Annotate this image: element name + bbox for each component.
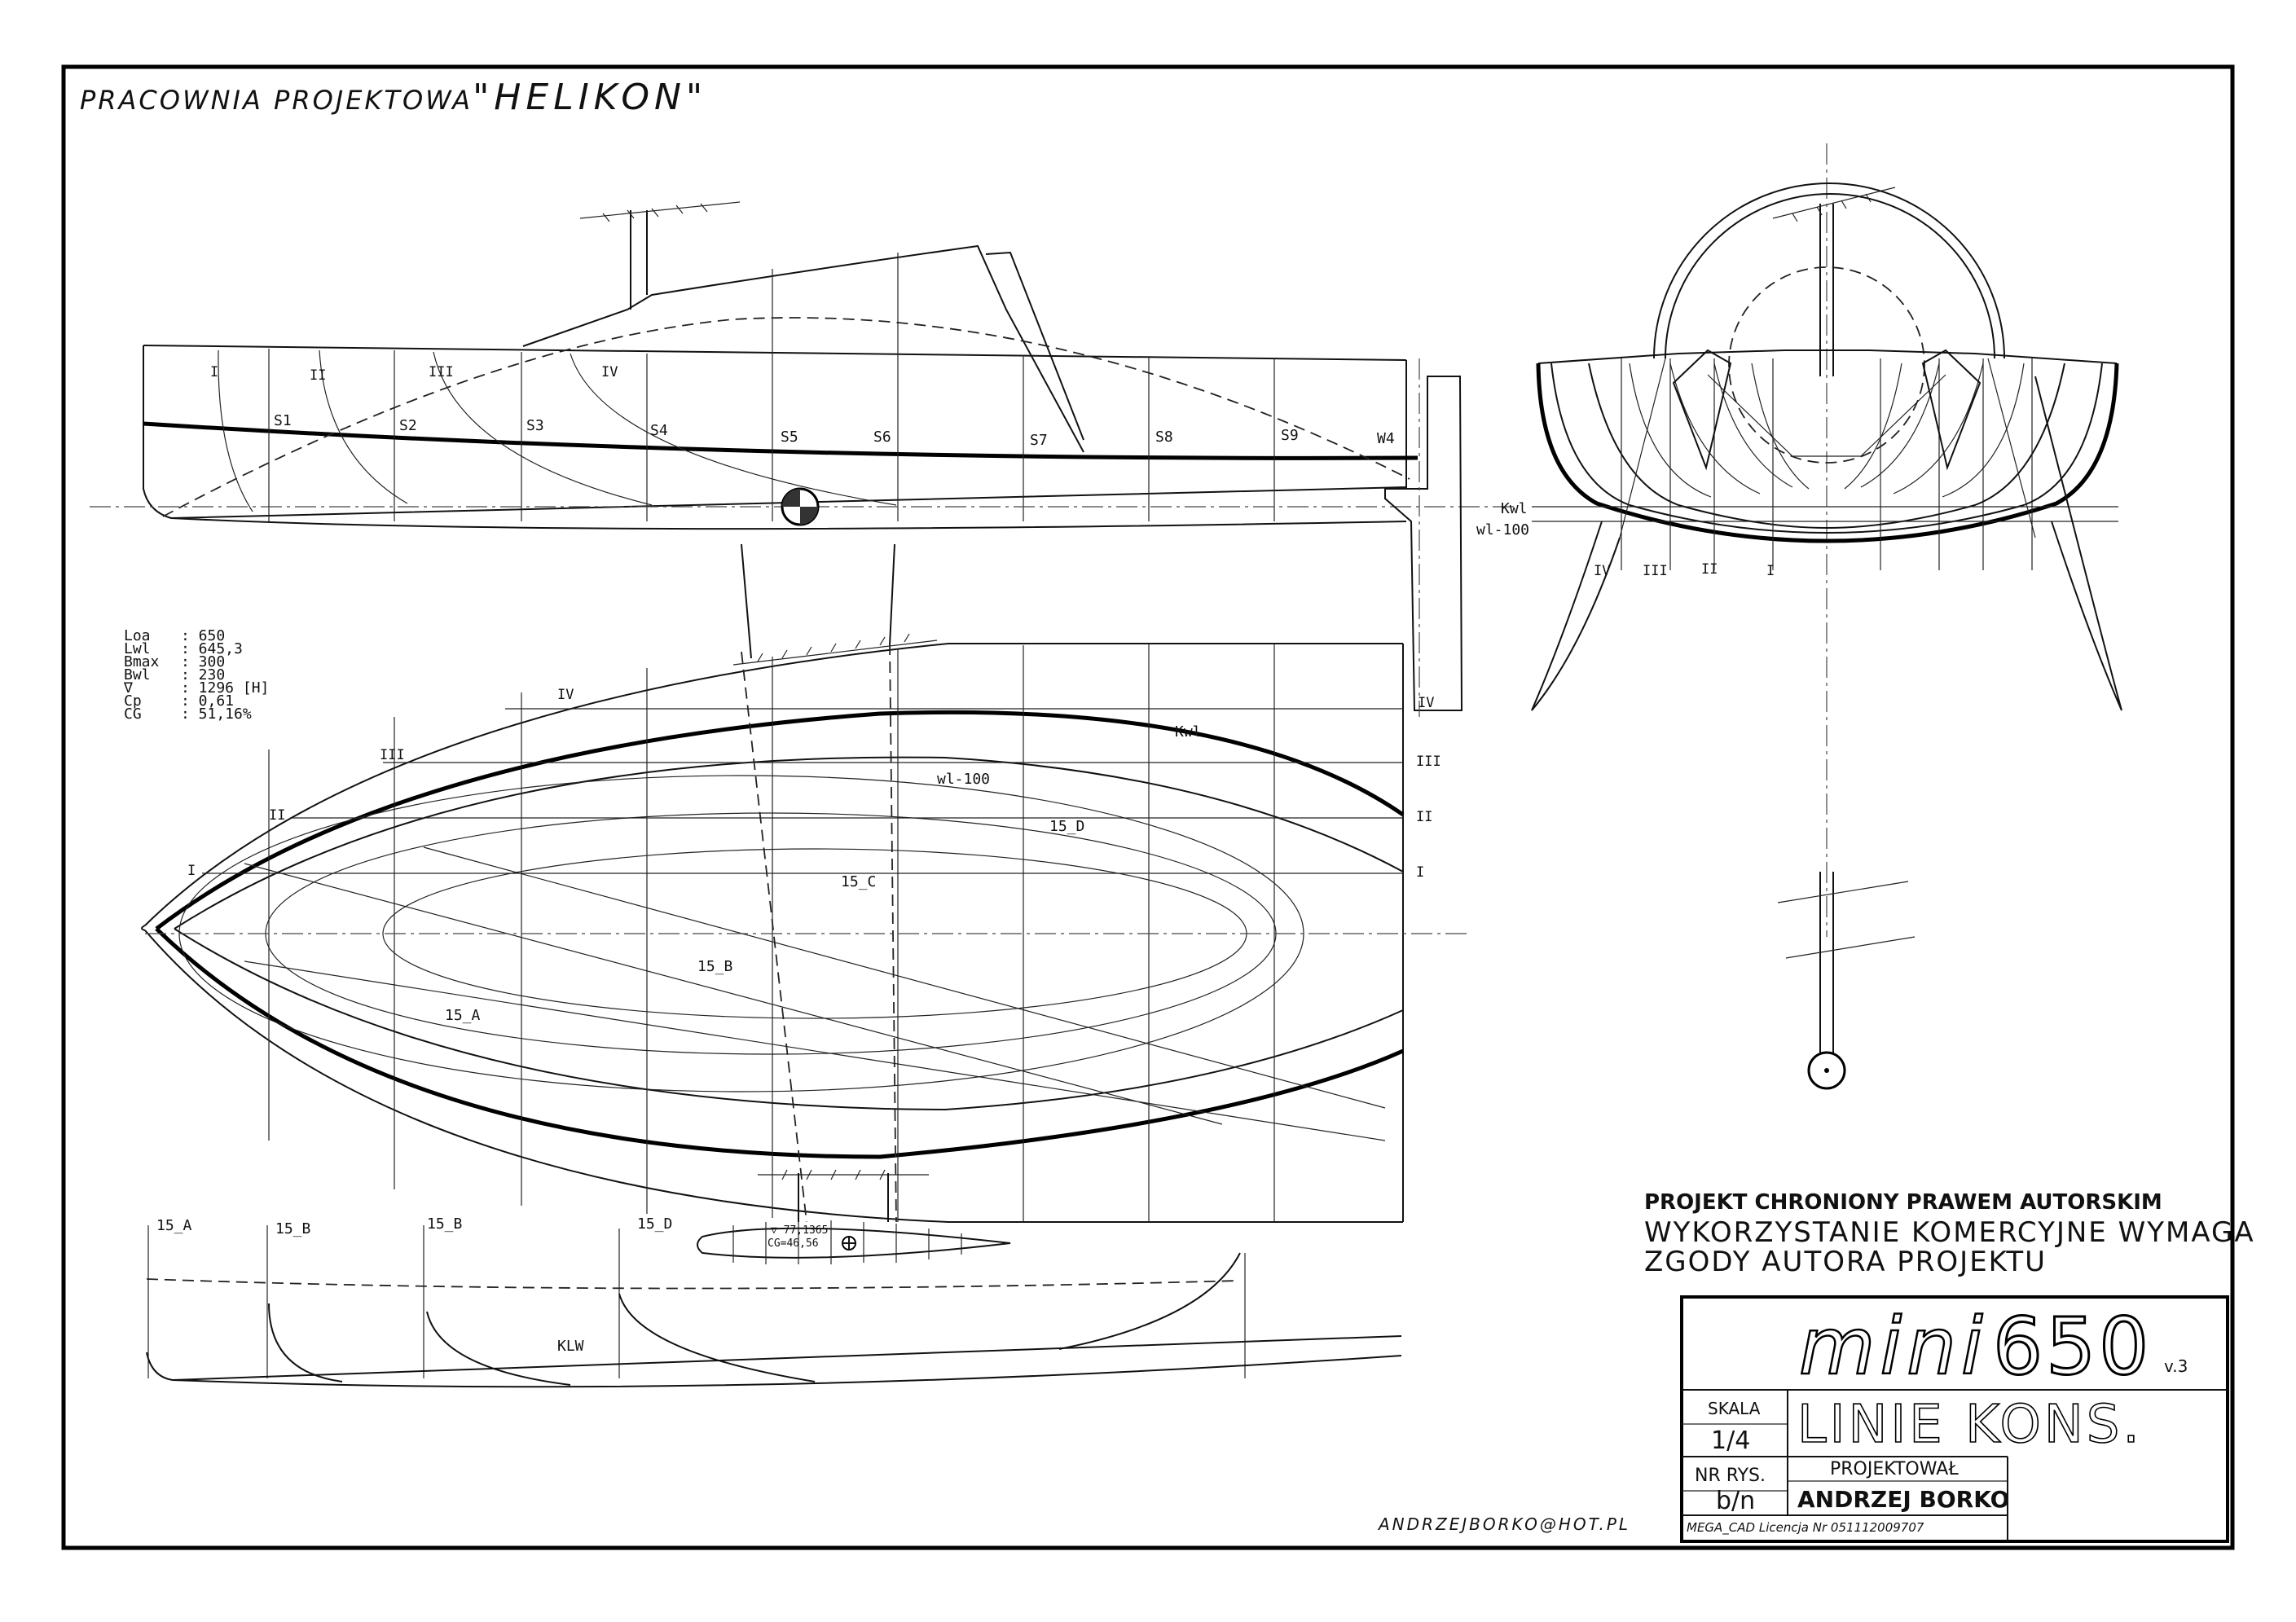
plan-buttock-IV: IV [557, 687, 574, 703]
spec-value-lwl: : 645,3 [181, 640, 243, 657]
header-studio-name: "HELIKON" [473, 77, 707, 118]
station-label-S5: S5 [781, 429, 798, 446]
plan-buttock-II-end: II [1416, 809, 1432, 825]
station-label-S3: S3 [526, 417, 544, 434]
spec-value-displacement: : 1296 [H] [181, 679, 269, 697]
sheet-frame [61, 64, 2235, 1550]
body-plan [1531, 143, 2122, 1090]
bulb-displacement: ▽ 77,1365 [771, 1224, 828, 1237]
spec-key-cg: CG [124, 706, 142, 723]
spec-key-loa: Loa [124, 627, 151, 644]
title-block: mini 650 v.3 SKALA 1/4 LINIE KONS. NR RY… [1680, 1295, 2229, 1543]
spec-value-cp: : 0,61 [181, 692, 234, 710]
plan-buttock-II: II [269, 807, 285, 824]
keel-section-15D: 15_D [637, 1215, 672, 1233]
station-label-S1: S1 [274, 412, 292, 429]
plan-waterline-15D: 15_D [1049, 818, 1084, 835]
waterline-label-kwl: Kwl [1501, 500, 1528, 517]
profile-view [90, 201, 1515, 717]
body-buttock-II: II [1701, 561, 1718, 578]
spec-key-cp: Cp [124, 692, 142, 710]
spec-value-loa: : 650 [181, 627, 225, 644]
station-label-S8: S8 [1155, 429, 1173, 446]
designer-value: ANDRZEJ BORKO [1797, 1486, 2009, 1513]
plan-waterline-15A: 15_A [445, 1007, 481, 1024]
station-label-S6: S6 [873, 429, 891, 446]
spec-key-bwl: Bwl [124, 666, 151, 684]
plan-buttock-III-end: III [1416, 754, 1441, 770]
keel-label-klw: KLW [557, 1338, 584, 1355]
bulb-cg: CG=46,56 [768, 1237, 819, 1250]
body-buttock-IV: IV [1594, 563, 1610, 579]
plan-labels: I II III IV I II III IV 15_A 15_B 15_C 1… [187, 687, 1441, 1024]
body-plan-labels: IV III II I [1594, 561, 1775, 579]
author-email: ANDRZEJBORKO@HOT.PL [1377, 1514, 1630, 1534]
header-prefix: PRACOWNIA PROJEKTOWA [80, 85, 473, 116]
station-label-W4: W4 [1377, 430, 1395, 447]
specifications-table: Loa : 650 Lwl : 645,3 Bmax : 300 Bwl : 2… [123, 627, 269, 723]
license-text: MEGA_CAD Licencja Nr 051112009707 [1687, 1520, 1924, 1536]
title-version: v.3 [2164, 1356, 2188, 1376]
scale-value: 1/4 [1711, 1426, 1750, 1455]
drawing-number-label: NR RYS. [1695, 1466, 1766, 1486]
studio-header: PRACOWNIA PROJEKTOWA"HELIKON" [80, 77, 707, 118]
spec-value-cg: : 51,16% [181, 706, 252, 723]
spec-key-displacement: ∇ [123, 679, 133, 697]
body-buttock-III: III [1643, 563, 1668, 579]
plan-waterline-15C: 15_C [841, 873, 876, 890]
profile-labels: I II III IV S1 S2 S3 S4 S5 S6 S7 S8 S9 W… [210, 364, 1529, 538]
station-label-S4: S4 [650, 422, 668, 439]
copyright-line3: ZGODY AUTORA PROJEKTU [1644, 1246, 2047, 1278]
copyright-line2: WYKORZYSTANIE KOMERCYJNE WYMAGA [1644, 1216, 2255, 1249]
title-number: 650 [1993, 1301, 2152, 1392]
station-label-S2: S2 [399, 417, 417, 434]
designer-label: PROJEKTOWAŁ [1830, 1459, 1959, 1479]
plan-buttock-III: III [380, 747, 405, 763]
copyright-line1: PROJEKT CHRONIONY PRAWEM AUTORSKIM [1644, 1190, 2162, 1215]
station-label-S7: S7 [1030, 432, 1048, 449]
plan-buttock-I: I [187, 863, 196, 879]
body-buttock-I: I [1766, 563, 1775, 579]
waterline-label-wl100: wl-100 [1476, 521, 1529, 538]
spec-key-bmax: Bmax [124, 653, 160, 670]
plan-label-wl100: wl-100 [937, 771, 990, 788]
profile-buttock-III: III [429, 364, 454, 380]
drawing-title: LINIE KONS. [1797, 1395, 2143, 1455]
keel-section-15B-2: 15_B [427, 1215, 462, 1233]
spec-value-bmax: : 300 [181, 653, 225, 670]
plan-buttock-IV-end: IV [1418, 695, 1434, 711]
title-model: mini [1799, 1301, 1988, 1392]
profile-buttock-IV: IV [601, 364, 618, 380]
keel-labels: 15_A 15_B 15_B 15_D KLW ▽ 77,1365 CG=46,… [156, 1215, 828, 1355]
plan-waterline-15B: 15_B [697, 958, 732, 975]
keel-section-15B: 15_B [275, 1220, 310, 1237]
spec-value-bwl: : 230 [181, 666, 225, 684]
station-label-S9: S9 [1281, 427, 1299, 444]
profile-buttock-I: I [210, 364, 218, 380]
spec-key-lwl: Lwl [124, 640, 151, 657]
profile-buttock-II: II [310, 367, 326, 384]
copyright-notice: PROJEKT CHRONIONY PRAWEM AUTORSKIM WYKOR… [1644, 1190, 2255, 1278]
svg-text:PRACOWNIA PROJEKTOWA"HELIKON": PRACOWNIA PROJEKTOWA"HELIKON" [80, 77, 707, 118]
drawing-number-value: b/n [1716, 1487, 1755, 1515]
plan-buttock-I-end: I [1416, 864, 1424, 881]
half-breadth-plan [141, 633, 1467, 1223]
cg-symbol [781, 487, 820, 526]
scale-label: SKALA [1708, 1399, 1761, 1418]
keel-section-15A: 15_A [156, 1217, 192, 1234]
plan-label-kwl: Kwl [1175, 723, 1202, 741]
